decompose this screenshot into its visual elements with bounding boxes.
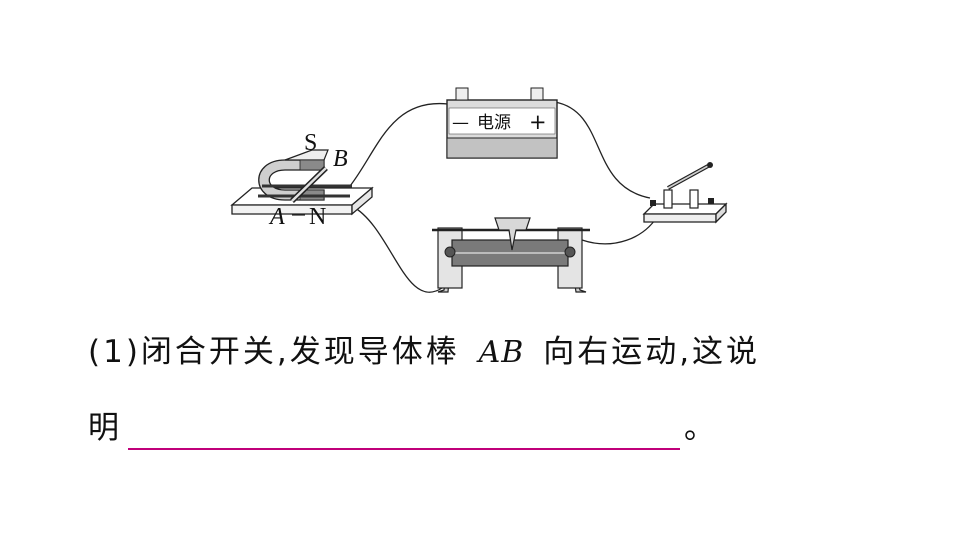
rod-label-ab: AB [478,335,525,370]
question-prefix: (1)闭合开关,发现导体棒 [88,334,460,370]
power-source: — 电源 + [446,87,558,159]
label-b: B [333,146,348,172]
wire-rheostat-to-magnet [351,205,443,293]
switch-base [642,203,728,215]
answer-blank[interactable] [128,418,680,450]
rheostat [432,217,590,293]
question-line-1: (1)闭合开关,发现导体棒 AB 向右运动,这说 [88,326,760,379]
label-s: S [304,130,317,156]
switch [642,162,728,224]
question-line2-prefix: 明 [88,410,122,446]
circuit-diagram: — 电源 + S B A N [230,87,728,293]
question-line2-suffix: 。 [684,410,718,446]
wire-magnet-to-source [349,102,449,187]
label-a: A [268,204,285,230]
source-terminal-right [530,87,544,101]
magnet-apparatus: S B A N [230,130,374,230]
wire-source-to-switch [554,101,651,199]
question-suffix: 向右运动,这说 [543,334,761,370]
rheostat-slider [494,217,531,251]
question-line-2: 明。 [88,402,718,454]
source-minus-label: — [452,113,469,133]
source-name-label: 电源 [477,113,511,133]
label-n: N [309,204,326,230]
source-terminal-left [455,87,469,101]
source-plus-label: + [529,110,547,134]
